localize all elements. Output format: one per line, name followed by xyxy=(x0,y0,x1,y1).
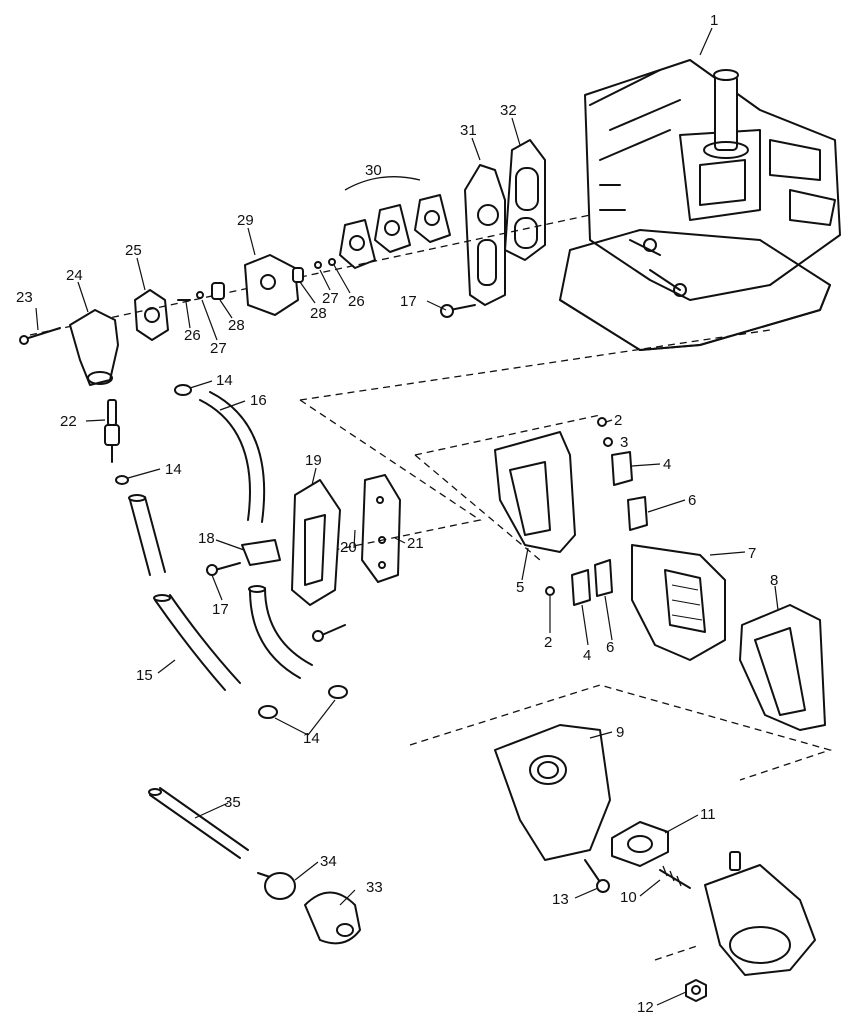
cover-plate-31 xyxy=(464,164,506,306)
callout-8: 8 xyxy=(770,572,778,589)
callout-4b: 4 xyxy=(583,647,591,664)
callout-14b: 14 xyxy=(165,461,182,478)
callout-2b: 2 xyxy=(544,634,552,651)
callout-10: 10 xyxy=(620,889,637,906)
callout-22: 22 xyxy=(60,413,77,430)
fitting-34 xyxy=(257,872,296,900)
plate-21 xyxy=(361,474,401,583)
reed-stop-4 xyxy=(571,451,633,606)
grommet-33 xyxy=(304,891,361,945)
callout-27b: 27 xyxy=(322,290,339,307)
callout-35: 35 xyxy=(224,794,241,811)
callout-28b: 28 xyxy=(310,305,327,322)
callout-32: 32 xyxy=(500,102,517,119)
callout-1: 1 xyxy=(710,12,718,29)
callout-31: 31 xyxy=(460,122,477,139)
leader-lines xyxy=(35,27,779,1006)
assembly-guide-lines xyxy=(29,214,833,961)
callout-33: 33 xyxy=(366,879,383,896)
power-head-block xyxy=(559,59,841,351)
screw-23 xyxy=(19,327,61,345)
nut-12 xyxy=(685,979,707,1002)
callout-21: 21 xyxy=(407,535,424,552)
callout-4a: 4 xyxy=(663,456,671,473)
callout-11: 11 xyxy=(700,806,716,823)
callout-13: 13 xyxy=(552,891,569,908)
callout-18: 18 xyxy=(198,530,215,547)
carburetor xyxy=(704,851,816,976)
callout-26b: 26 xyxy=(348,293,365,310)
callout-30: 30 xyxy=(365,162,382,179)
bracket-19 xyxy=(291,479,341,606)
callout-29: 29 xyxy=(237,212,254,229)
clip-18 xyxy=(241,539,281,566)
fitting-22 xyxy=(104,399,120,463)
callout-26a: 26 xyxy=(184,327,201,344)
callout-6a: 6 xyxy=(688,492,696,509)
callout-15: 15 xyxy=(136,667,153,684)
callout-6b: 6 xyxy=(606,639,614,656)
callout-28a: 28 xyxy=(228,317,245,334)
gasket-5 xyxy=(494,431,576,553)
callout-14c: 14 xyxy=(303,730,320,747)
callout-5: 5 xyxy=(516,579,524,596)
callout-17b: 17 xyxy=(212,601,229,618)
gasket-11 xyxy=(611,821,669,867)
gasket-set-30 xyxy=(339,176,451,269)
reed-block-7 xyxy=(631,544,726,661)
callout-24: 24 xyxy=(66,267,83,284)
gasket-25 xyxy=(134,289,169,341)
callout-14a: 14 xyxy=(216,372,233,389)
gasket-8 xyxy=(739,604,826,731)
screw-13 xyxy=(584,859,610,893)
callout-2a: 2 xyxy=(614,412,622,429)
small-parts-26-28 xyxy=(177,258,336,301)
callout-16: 16 xyxy=(250,392,267,409)
callout-27a: 27 xyxy=(210,340,227,357)
callout-7: 7 xyxy=(748,545,756,562)
stud-10 xyxy=(659,865,691,889)
callout-34: 34 xyxy=(320,853,337,870)
hose-clamps-14 xyxy=(115,384,348,719)
callout-23: 23 xyxy=(16,289,33,306)
water-elbow-24 xyxy=(69,309,119,386)
gasket-32 xyxy=(504,139,546,261)
callout-3: 3 xyxy=(620,434,628,451)
thermostat-housing-29 xyxy=(244,254,299,316)
tube-35 xyxy=(148,787,249,859)
hose-16 xyxy=(199,391,266,523)
intake-manifold-9 xyxy=(494,724,611,861)
screws-2-washer-3 xyxy=(545,417,613,596)
screws-17 xyxy=(206,304,476,642)
callout-19: 19 xyxy=(305,452,322,469)
callout-25: 25 xyxy=(125,242,142,259)
callout-17a: 17 xyxy=(400,293,417,310)
hose-lower xyxy=(248,585,313,679)
callout-labels: 1 32 31 30 29 25 24 23 26 27 28 28 27 26… xyxy=(16,12,778,1016)
hose-straight xyxy=(128,494,166,576)
hose-15 xyxy=(153,594,241,691)
reed-valve-6 xyxy=(594,496,648,597)
callout-9: 9 xyxy=(616,724,624,741)
callout-12: 12 xyxy=(637,999,654,1016)
callout-20: 20 xyxy=(340,539,357,556)
